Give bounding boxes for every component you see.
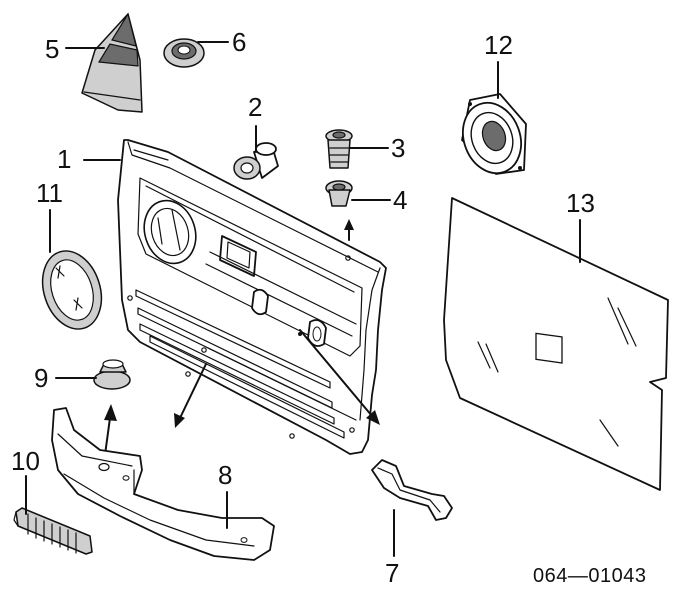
callout-9: 9 [34, 363, 48, 393]
callout-4: 4 [393, 185, 407, 215]
leader-lines [25, 41, 581, 557]
callout-7: 7 [385, 558, 399, 588]
callout-8: 8 [218, 460, 232, 490]
callout-10: 10 [11, 446, 40, 476]
part-11-speaker-grille [41, 250, 103, 330]
callout-11: 11 [36, 178, 63, 208]
callout-13: 13 [566, 188, 595, 218]
part-10-clip-strip [13, 507, 93, 555]
callout-5: 5 [45, 34, 59, 64]
part-13-water-shield [443, 197, 669, 491]
part-7-pull-handle [371, 459, 453, 521]
part-1-door-trim-panel [117, 139, 387, 455]
part-12-speaker [461, 93, 527, 175]
callout-2: 2 [248, 92, 262, 122]
part-8-armrest [51, 407, 275, 561]
callout-12: 12 [484, 30, 513, 60]
callout-1: 1 [57, 144, 71, 174]
diagram-code: 064—01043 [533, 565, 646, 587]
callout-3: 3 [391, 133, 405, 163]
callout-6: 6 [232, 27, 246, 57]
part-9-plug [93, 359, 131, 463]
part-5-corner-trim [81, 12, 143, 113]
part-3-push-clip [325, 129, 353, 169]
part-4-retainer [325, 180, 354, 241]
part-2-bushing [233, 142, 279, 180]
callout-labels: 1 2 3 4 5 6 7 8 9 10 11 12 13 [11, 27, 595, 588]
part-6-grommet [163, 38, 205, 68]
